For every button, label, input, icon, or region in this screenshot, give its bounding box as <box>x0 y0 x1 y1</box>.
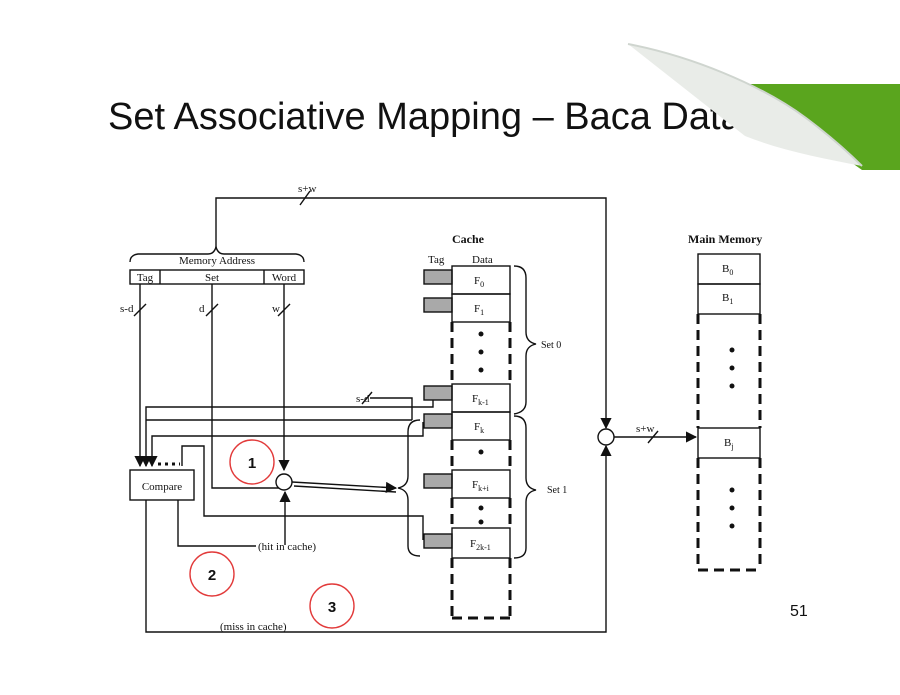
word-width-label: w <box>272 303 280 315</box>
cache-line-label: F0 <box>474 275 484 289</box>
cache-line-label: F1 <box>474 303 484 317</box>
address-field-tag: Tag <box>137 272 154 284</box>
cache-line-label: F2k-1 <box>470 538 491 552</box>
step-number-1: 1 <box>248 455 256 472</box>
memory-address-header: Memory Address <box>179 255 255 267</box>
cache-line-label: Fk+i <box>472 479 490 493</box>
address-field-word: Word <box>272 272 297 284</box>
cache-title: Cache <box>452 232 485 246</box>
cache-col-tag: Tag <box>428 254 445 266</box>
address-bus-width-label: s+w <box>298 183 316 195</box>
cache-tag-bus-label: s-d <box>356 393 370 405</box>
compare-label: Compare <box>142 481 182 493</box>
memory-block-label: B0 <box>722 263 733 277</box>
set-1-label: Set 1 <box>547 485 567 496</box>
cache-line-label: Fk-1 <box>472 393 489 407</box>
cache-col-data: Data <box>472 254 493 266</box>
miss-in-cache-label: (miss in cache) <box>220 621 287 633</box>
set-width-label: d <box>199 303 205 315</box>
main-memory-title: Main Memory <box>688 232 762 246</box>
page-number: 51 <box>790 603 808 620</box>
tag-width-label: s-d <box>120 303 134 315</box>
step-circle-1 <box>229 439 275 485</box>
step-number-2: 2 <box>208 567 216 584</box>
step-circle-2 <box>189 551 235 597</box>
cache-line-label: Fk <box>474 421 484 435</box>
address-field-set: Set <box>205 272 219 284</box>
page-curl-decoration <box>627 43 900 170</box>
step-number-3: 3 <box>328 599 336 616</box>
step-circle-3 <box>309 583 355 629</box>
ellipsis-dots <box>478 331 735 529</box>
memory-bus-width-label: s+w <box>636 423 654 435</box>
memory-block-label: B1 <box>722 292 733 306</box>
slide-title: Set Associative Mapping – Baca Data <box>108 96 742 138</box>
memory-block-label: Bj <box>724 437 734 451</box>
set-0-label: Set 0 <box>541 340 561 351</box>
hit-in-cache-label: (hit in cache) <box>258 541 316 553</box>
